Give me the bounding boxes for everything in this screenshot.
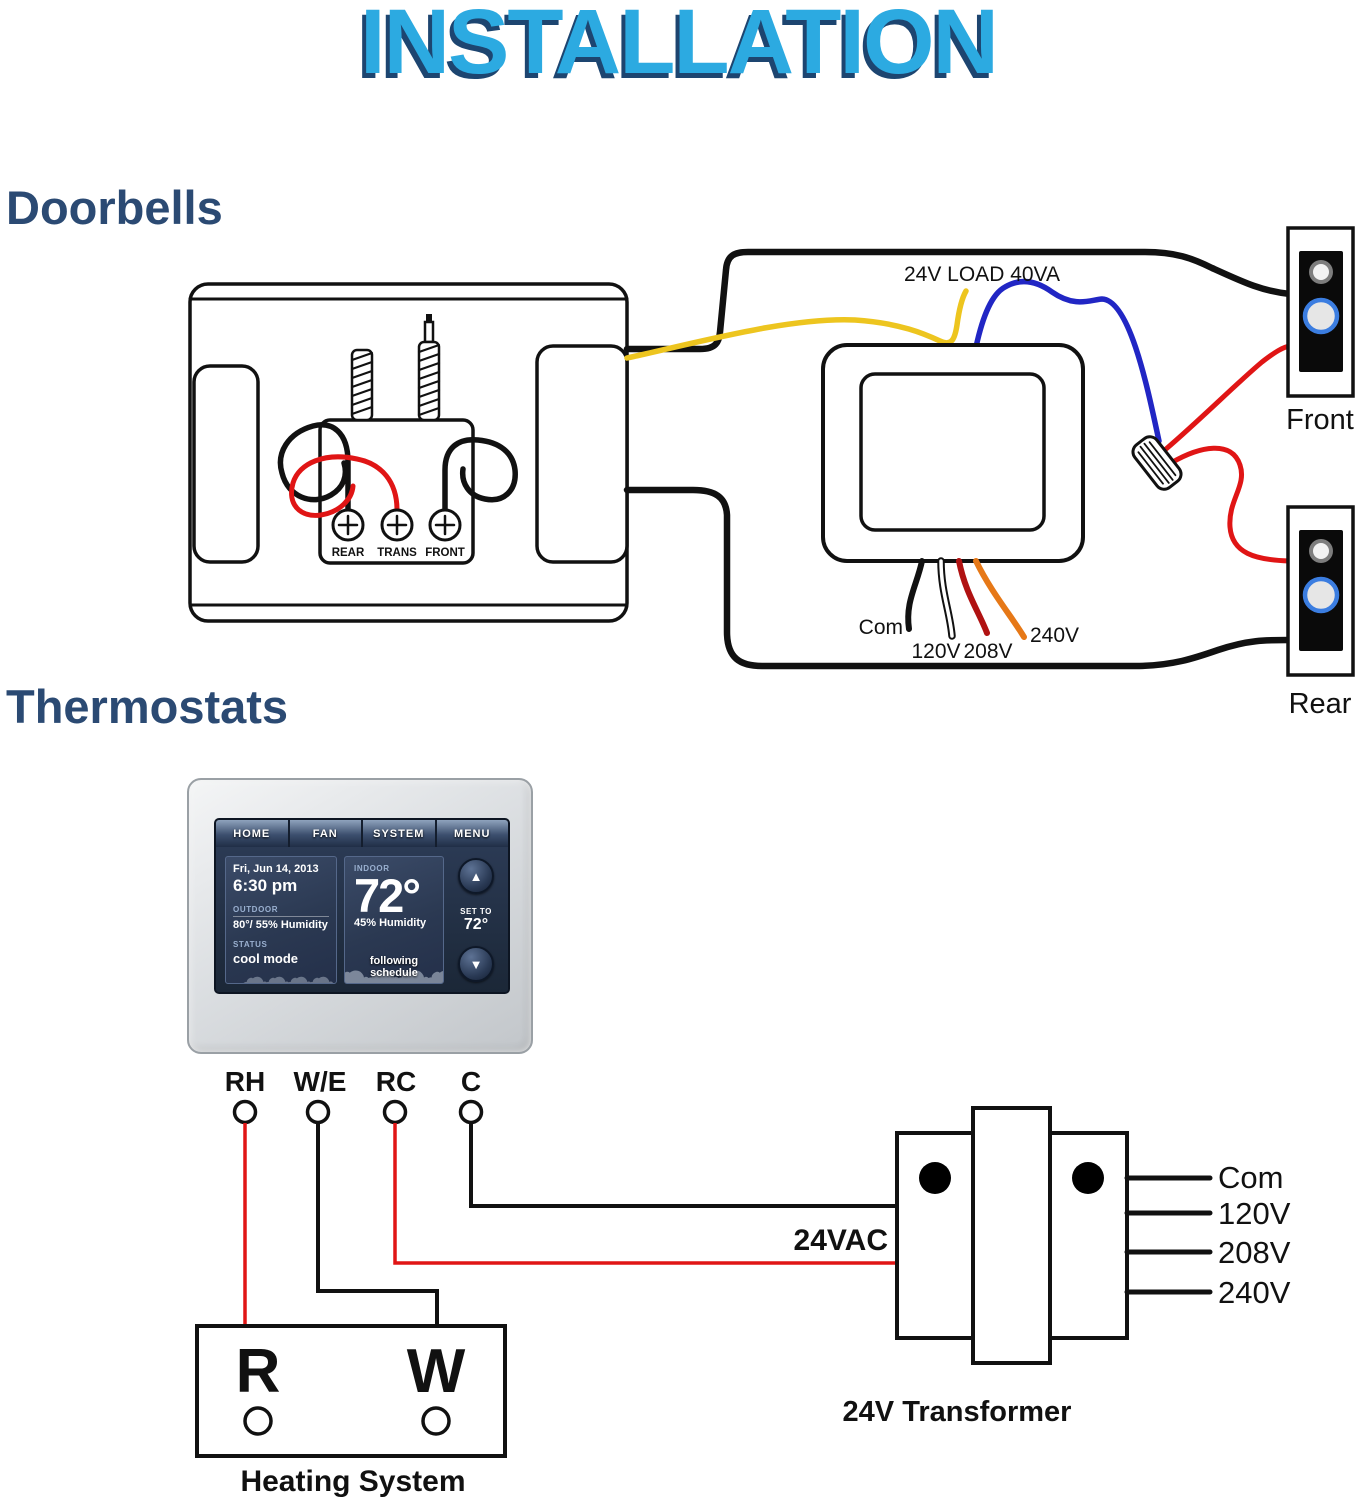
label-208v: 208V: [963, 640, 1012, 663]
set-to-label: SET TO: [460, 907, 492, 916]
front-doorbell-button: Front: [1286, 226, 1355, 436]
thermostat-screen-body: Fri, Jun 14, 2013 6:30 pm OUTDOOR 80°/ 5…: [216, 847, 508, 992]
label-240v: 240V: [1030, 624, 1079, 647]
transformer-terminal-dot-left: [919, 1162, 951, 1194]
terminal-label-front: FRONT: [425, 547, 465, 559]
load-label: 24V LOAD 40VA: [904, 263, 1060, 286]
mounting-screw-right-icon: [417, 314, 441, 422]
chime-front-wire: [442, 437, 518, 513]
indoor-humidity: 45% Humidity: [354, 916, 427, 929]
terminal-label-we: W/E: [294, 1066, 347, 1097]
terminal-label-rc: RC: [376, 1066, 416, 1097]
terminal-label-rear: REAR: [332, 547, 365, 559]
thermostats-heading: Thermostats: [6, 680, 289, 733]
page-title: INSTALLATION: [360, 0, 999, 93]
label-120v: 120V: [911, 640, 960, 663]
status-value: cool mode: [233, 951, 299, 966]
heating-system: R W Heating System: [195, 1324, 507, 1498]
datetime-outdoor-panel: Fri, Jun 14, 2013 6:30 pm OUTDOOR 80°/ 5…: [225, 856, 337, 984]
yellow-wire: [624, 288, 969, 361]
chime-trans-wire: [289, 454, 400, 518]
chime-left-tab: [192, 364, 260, 564]
terminal-label-rh: RH: [225, 1066, 265, 1097]
heating-terminal-r: R: [236, 1337, 281, 1406]
thermostat-terminals: RH W/E RC C: [225, 1066, 484, 1125]
wire-120v: [939, 559, 954, 638]
tab-system[interactable]: SYSTEM: [363, 820, 437, 847]
rear-doorbell-button: Rear: [1286, 505, 1355, 720]
schedule-status: following schedule: [369, 955, 419, 979]
thermostat-tabbar: HOME FAN SYSTEM MENU: [216, 820, 508, 847]
blue-wire: [973, 278, 1162, 444]
rear-button-label: Rear: [1289, 688, 1352, 720]
com-label: Com: [859, 616, 903, 639]
tab-fan[interactable]: FAN: [290, 820, 363, 847]
red-wire-to-front: [1163, 343, 1293, 452]
output-label-240v: 240V: [1218, 1275, 1291, 1310]
wire-240v: [973, 558, 1027, 640]
indoor-label: INDOOR: [354, 864, 390, 873]
output-label-120v: 120V: [1218, 1196, 1291, 1231]
we-black-wire: [316, 1123, 439, 1326]
indoor-temperature: 72°: [354, 869, 421, 922]
terminal-label-trans: TRANS: [377, 547, 417, 559]
c-black-wire: [469, 1123, 897, 1208]
heating-caption: Heating System: [240, 1465, 465, 1498]
output-label-208v: 208V: [1218, 1235, 1291, 1270]
thermostat-device: HOME FAN SYSTEM MENU Fri, Jun 14, 2013 6…: [187, 778, 533, 1054]
doorbell-transformer: [821, 343, 1085, 640]
heating-terminal-w: W: [407, 1337, 466, 1406]
tab-home[interactable]: HOME: [216, 820, 290, 847]
wire-208v: [956, 558, 990, 636]
output-label-com: Com: [1218, 1160, 1283, 1195]
cloud-graphic: ☁☁☁☁: [236, 959, 336, 984]
tab-menu[interactable]: MENU: [454, 827, 491, 840]
black-wire-bottom: [623, 486, 1293, 670]
status-label: STATUS: [233, 940, 268, 949]
indoor-panel: INDOOR 72° 45% Humidity ☁☁☁☁ following s…: [344, 856, 444, 984]
temp-down-button[interactable]: ▼: [458, 946, 494, 982]
divider: [233, 916, 329, 917]
24v-transformer: [895, 1106, 1213, 1365]
doorbell-circuit-wires: [623, 248, 1294, 670]
up-arrow-icon: ▲: [469, 868, 483, 884]
front-button-label: Front: [1286, 404, 1354, 436]
front-button-ring-icon: [1302, 297, 1340, 335]
chime-right-tab: [535, 344, 629, 564]
rc-red-wire: [393, 1123, 897, 1265]
down-arrow-icon: ▼: [469, 956, 483, 972]
com-wire: [905, 558, 925, 632]
time-text: 6:30 pm: [233, 876, 298, 895]
setpoint-display: SET TO 72°: [460, 907, 492, 933]
transformer-caption: 24V Transformer: [843, 1396, 1072, 1428]
doorbell-chime-unit: REAR TRANS FRONT: [188, 282, 629, 623]
mounting-screw-left-icon: [350, 348, 374, 422]
red-wire-to-rear: [1168, 445, 1292, 564]
rear-button-ring-icon: [1302, 576, 1340, 614]
outdoor-label: OUTDOOR: [233, 905, 279, 914]
date-text: Fri, Jun 14, 2013: [233, 863, 319, 875]
terminal-label-c: C: [461, 1066, 481, 1097]
vac-label: 24VAC: [794, 1224, 888, 1257]
thermostat-screen: HOME FAN SYSTEM MENU Fri, Jun 14, 2013 6…: [214, 818, 510, 994]
set-to-value: 72°: [463, 916, 489, 933]
thermostat-circuit-wires: [243, 1123, 897, 1326]
chime-terminals: [331, 508, 462, 542]
doorbells-heading: Doorbells: [6, 181, 223, 234]
transformer-terminal-dot-right: [1072, 1162, 1104, 1194]
setpoint-controls: ▲ SET TO 72° ▼: [451, 856, 501, 984]
outdoor-value: 80°/ 55% Humidity: [233, 919, 328, 931]
temp-up-button[interactable]: ▲: [458, 858, 494, 894]
wire-nut-icon: [1131, 435, 1183, 491]
chime-rear-wire: [277, 422, 351, 513]
